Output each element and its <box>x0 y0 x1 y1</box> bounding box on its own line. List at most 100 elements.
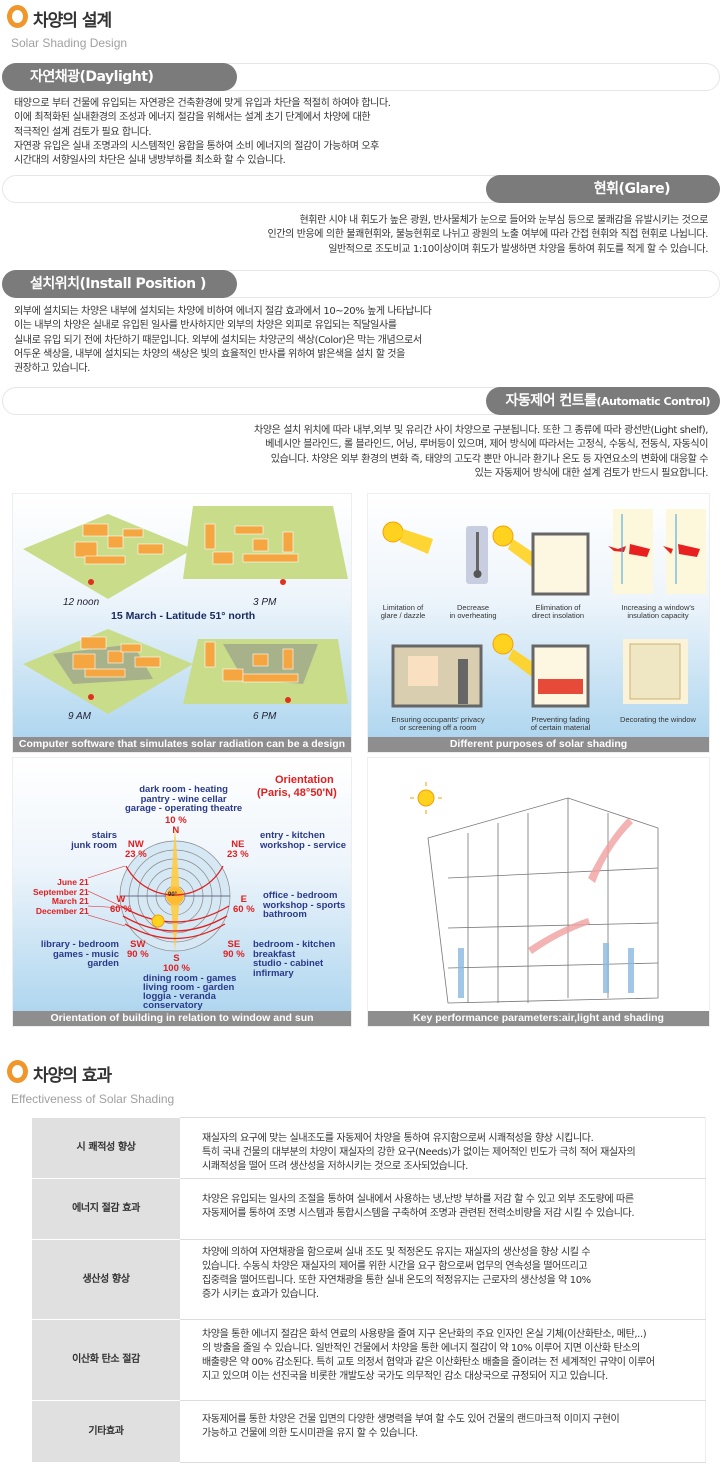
room-line: garden <box>87 958 119 969</box>
label-line: Increasing a window's <box>621 603 695 612</box>
text-line: 태양으로 부터 건물에 유입되는 자연광은 건축환경에 맞게 유입과 차단을 적… <box>14 98 391 109</box>
room-line: workshop - service <box>260 839 347 851</box>
room-line: breakfast <box>253 948 296 960</box>
time-label: 6 PM <box>253 711 277 722</box>
text-line: 증가 시키는 효과가 있습니다. <box>202 1289 319 1300</box>
text-line: 차양에 의하여 자연채광을 함으로써 실내 조도 및 적정온도 유지는 재실자의… <box>202 1247 591 1258</box>
room-line: stairs <box>91 830 117 841</box>
pct: 60 % <box>110 903 132 915</box>
daylight-header-bar: 자연채광(Daylight) <box>2 63 720 91</box>
section-subtitle: Solar Shading Design <box>11 36 128 50</box>
glare-text: 현휘란 시야 내 휘도가 높은 광원, 반사물체가 눈으로 들어와 눈부심 등으… <box>268 214 709 257</box>
text-line: 재실자의 요구에 맞는 실내조도를 자동제어 차양을 통하여 유지함으로써 시쾌… <box>202 1133 594 1144</box>
text-line: 자동제어를 통하여 조명 시스템과 통합시스템을 구축하여 조명과 관련된 전력… <box>202 1208 635 1219</box>
purpose-label: Decorating the window <box>618 716 698 724</box>
text-line: 의 방출을 줄일 수 있습니다. 일반적인 건물에서 차양을 통한 에너지 절감… <box>202 1343 640 1354</box>
text-line: 차양은 설치 위치에 따라 내부,외부 및 유리간 사이 차양으로 구분됩니다.… <box>254 425 708 436</box>
purposes-illustration <box>382 509 706 708</box>
site-models-illustration <box>23 506 348 714</box>
label-line: Limitation of <box>382 603 424 612</box>
text-line: 집중력을 떨어뜨립니다. 또한 자연채광을 통한 실내 온도의 적정유지는 근로… <box>202 1275 591 1286</box>
text-line: 있는 자동제어 방식에 대한 설계 검토가 반드시 필요합니다. <box>474 467 709 479</box>
north-label: 10 %N <box>165 816 187 835</box>
dir: SW <box>130 939 146 950</box>
effect-description: 차양을 통한 에너지 절감은 화석 연료의 사용량을 줄여 지구 온난화의 주요… <box>180 1319 706 1401</box>
dir: NW <box>127 839 144 850</box>
figure-caption: Orientation of building in relation to w… <box>13 1011 351 1026</box>
pct: 90 % <box>127 948 149 960</box>
effect-label: 생산성 향상 <box>32 1239 180 1320</box>
label-line: Decorating the window <box>620 715 696 724</box>
text-line: 이는 내부의 차양은 실내로 유입된 일사를 반사하지만 외부의 차양은 외피로… <box>14 320 397 332</box>
room-line: workshop - sports <box>263 899 346 911</box>
effect-description: 자동제어를 통한 차양은 건물 입면의 다양한 생명력을 부여 할 수도 있어 … <box>180 1400 706 1463</box>
label-line: or screening off a room <box>399 723 477 732</box>
text-line: 베네시안 블라인드, 롤 블라인드, 어닝, 루버등이 있으며, 제어 방식에 … <box>265 439 708 451</box>
time-label: 3 PM <box>253 597 277 608</box>
section-title: 차양의 효과 <box>33 1066 112 1086</box>
dir: SE <box>227 939 241 950</box>
orientation-place: (Paris, 48°50'N) <box>257 787 337 799</box>
text-line: 권장하고 있습니다. <box>14 363 90 375</box>
install-text: 외부에 설치되는 차양은 내부에 설치되는 차양에 비하여 에너지 절감 효과에… <box>14 305 432 376</box>
text-line: 일반적으로 조도비교 1:10이상이며 휘도가 발생하면 차양을 통하여 휘도를… <box>328 243 708 255</box>
room-line: living room - garden <box>143 982 235 993</box>
section-title: 차양의 설계 <box>33 11 112 31</box>
label-line: Preventing fading <box>531 715 590 724</box>
room-line: pantry - wine cellar <box>140 793 227 805</box>
room-line: library - bedroom <box>40 939 119 950</box>
center-angle: 90° <box>168 892 178 898</box>
effect-label: 이산화 탄소 절감 <box>32 1319 180 1401</box>
title-ko: 자동제어 컨트롤 <box>505 393 598 409</box>
effect-description: 재실자의 요구에 맞는 실내조도를 자동제어 차양을 통하여 유지함으로써 시쾌… <box>180 1117 706 1179</box>
text-line: 자동제어를 통한 차양은 건물 입면의 다양한 생명력을 부여 할 수도 있어 … <box>202 1414 620 1425</box>
text-line: 차양은 유입되는 일사의 조절을 통하여 실내에서 사용하는 냉,난방 부하를 … <box>202 1194 634 1205</box>
text-line: 시쾌적성을 떨어 뜨려 생산성을 저하시키는 것으로 조사되었습니다. <box>202 1161 468 1172</box>
room-line: entry - kitchen <box>260 830 325 841</box>
room-line: dining room - games <box>143 973 237 984</box>
label-line: insulation capacity <box>627 611 689 620</box>
install-header-bar: 설치위치(Install Position ) <box>2 270 720 298</box>
room-line: infirmary <box>253 967 294 979</box>
section-bullet-icon <box>7 5 28 28</box>
date: March 21 <box>51 896 89 906</box>
text-line: 적극적인 설계 검토가 필요 합니다. <box>14 126 152 138</box>
room-line: bathroom <box>263 909 307 920</box>
text-line: 자연광 유입은 실내 조명과의 시스템적인 융합을 통하여 소비 에너지의 절감… <box>14 140 379 152</box>
label-line: Ensuring occupants' privacy <box>391 715 485 724</box>
auto-control-header-bar: 자동제어 컨트롤(Automatic Control) <box>2 387 720 415</box>
glare-header-bar: 현휘(Glare) <box>2 175 720 203</box>
pct: 100 % <box>163 962 190 974</box>
room-line: dark room - heating <box>139 784 228 795</box>
date: June 21 <box>57 877 89 887</box>
orientation-compass <box>87 828 231 952</box>
date: December 21 <box>35 905 89 916</box>
figure-caption: Key performance parameters:air,light and… <box>368 1011 709 1026</box>
building-performance-figure: Key performance parameters:air,light and… <box>367 757 710 1027</box>
section-subtitle: Effectiveness of Solar Shading <box>11 1092 175 1106</box>
room-line: junk room <box>71 839 117 851</box>
dir: N <box>172 824 180 836</box>
room-line: conservatory <box>143 1000 203 1011</box>
room-line: games - music <box>53 948 119 960</box>
title-en: (Automatic Control) <box>596 395 711 408</box>
text-line: 있습니다. 차양은 외부 환경의 변화 즉, 태양의 고도각 뿐만 아니라 환기… <box>270 453 709 465</box>
time-label: 9 AM <box>68 711 91 722</box>
effect-description: 차양에 의하여 자연채광을 함으로써 실내 조도 및 적정온도 유지는 재실자의… <box>180 1239 706 1320</box>
text-line: 가능하고 건물에 의한 도시미관을 유지 할 수 있습니다. <box>202 1428 418 1439</box>
